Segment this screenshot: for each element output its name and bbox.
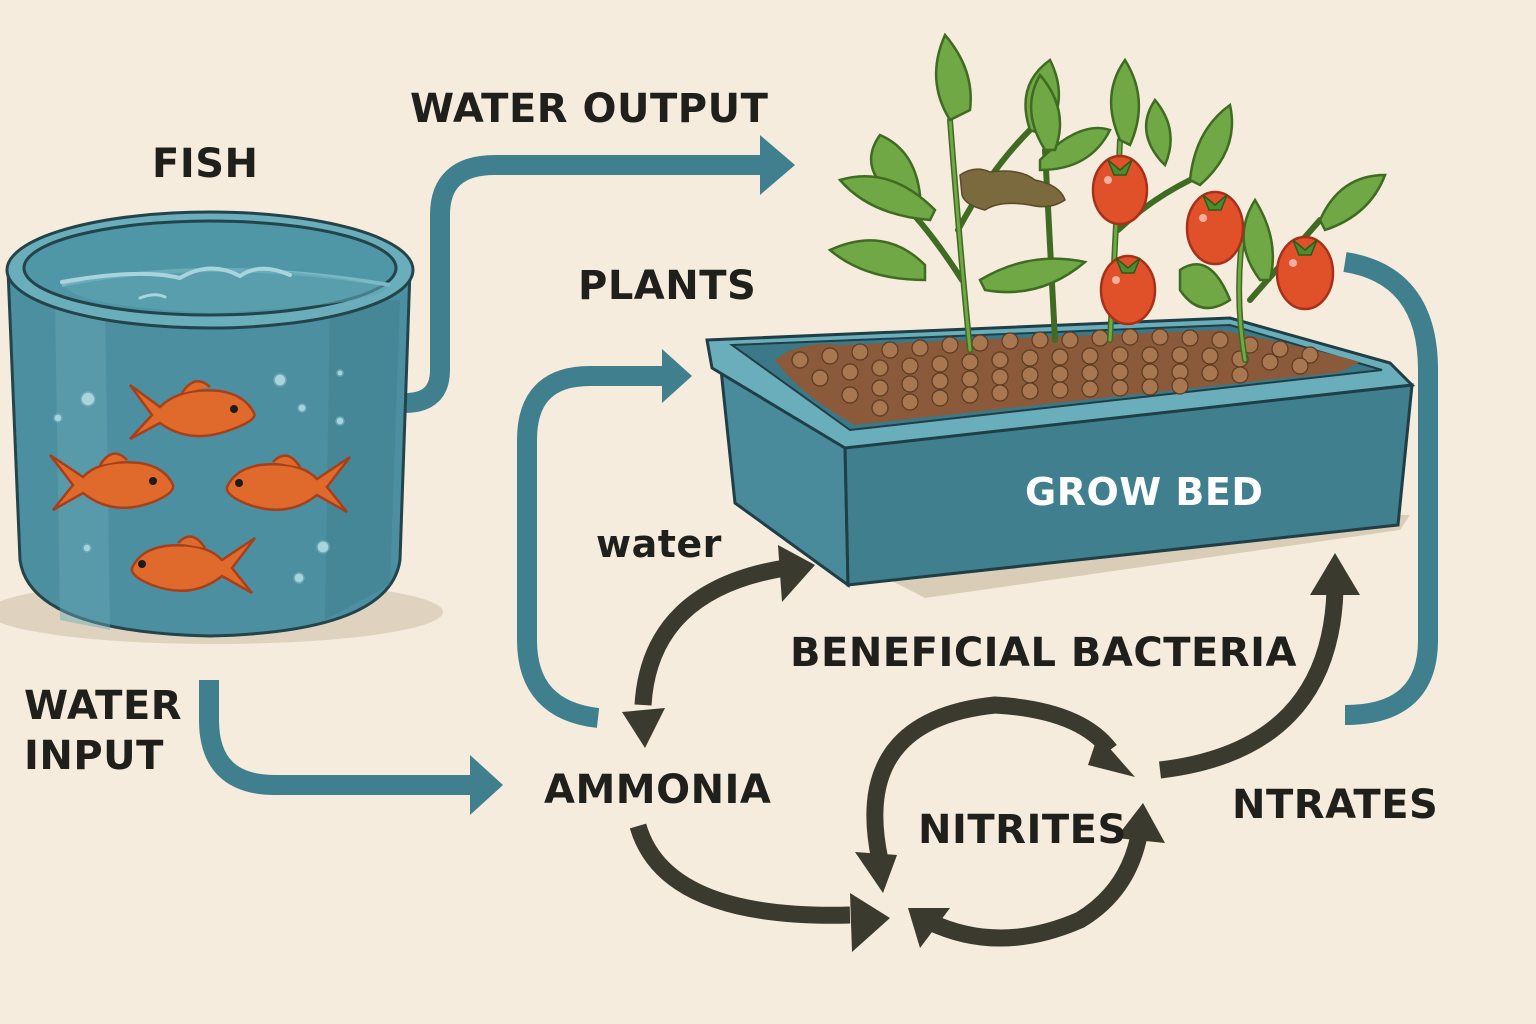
water-output-pipe bbox=[404, 155, 765, 413]
water-label: water bbox=[596, 522, 722, 566]
water-pipes bbox=[199, 155, 1438, 795]
nitrates-label: NTRATES bbox=[1232, 782, 1439, 828]
beneficial-bacteria-label: BENEFICIAL BACTERIA bbox=[790, 630, 1297, 676]
leaf-icon bbox=[1144, 97, 1172, 168]
leaf-icon bbox=[1242, 197, 1275, 282]
grow-bed-label: GROW BED bbox=[1025, 470, 1264, 514]
leaf-icon bbox=[1038, 126, 1112, 172]
fish-icon bbox=[49, 452, 175, 512]
bacteria-arrows bbox=[629, 559, 1344, 947]
nitrites-top-arc bbox=[866, 696, 1117, 862]
water-input-label-line2: INPUT bbox=[24, 733, 164, 779]
tomatoes bbox=[1091, 154, 1335, 326]
return-pipe bbox=[1343, 252, 1438, 725]
nitrites-label: NITRITES bbox=[918, 807, 1127, 853]
water-input-arrowhead bbox=[470, 755, 503, 815]
leaf-icon bbox=[1178, 263, 1232, 310]
leaf-icon bbox=[1188, 102, 1234, 187]
bacteria-arrowheads bbox=[622, 545, 1360, 952]
water-output-arrowhead bbox=[760, 135, 795, 195]
leaf-icon bbox=[1109, 57, 1141, 147]
water-input-label-line1: WATER bbox=[24, 683, 183, 729]
water-loop-arrowhead bbox=[662, 349, 692, 403]
fish-icon bbox=[130, 535, 256, 595]
tomato-plants bbox=[827, 32, 1387, 363]
leaf-icon bbox=[978, 257, 1088, 294]
nitrites-bottom-arc bbox=[926, 828, 1149, 947]
ammonia-label: AMMONIA bbox=[544, 767, 772, 813]
fish-tank bbox=[0, 210, 443, 644]
fish-label: FISH bbox=[152, 141, 259, 187]
water-output-label: WATER OUTPUT bbox=[410, 86, 769, 132]
leaf-icon bbox=[827, 239, 927, 282]
tomato-icon bbox=[1275, 235, 1335, 311]
fish-icon bbox=[128, 380, 256, 441]
leaf-icon bbox=[1318, 173, 1387, 232]
tomato-icon bbox=[1099, 254, 1157, 326]
grow-bed bbox=[705, 316, 1416, 598]
leaf-icon bbox=[934, 32, 972, 122]
fish-icon bbox=[225, 454, 351, 514]
ammonia-nitrites-arc bbox=[629, 823, 851, 924]
water-input-pipe bbox=[199, 680, 470, 795]
fish-group bbox=[49, 380, 351, 595]
nitrates-arc bbox=[1159, 589, 1344, 779]
water-arrowheads bbox=[470, 135, 795, 815]
water-loop-pipe bbox=[517, 366, 665, 728]
plants-label: PLANTS bbox=[578, 263, 757, 309]
ammonia-growbed-arc bbox=[634, 559, 787, 706]
leaf-icon bbox=[1029, 72, 1062, 152]
tomato-icon bbox=[1091, 154, 1149, 226]
leaf-icon bbox=[837, 175, 937, 222]
tomato-icon bbox=[1185, 190, 1245, 266]
